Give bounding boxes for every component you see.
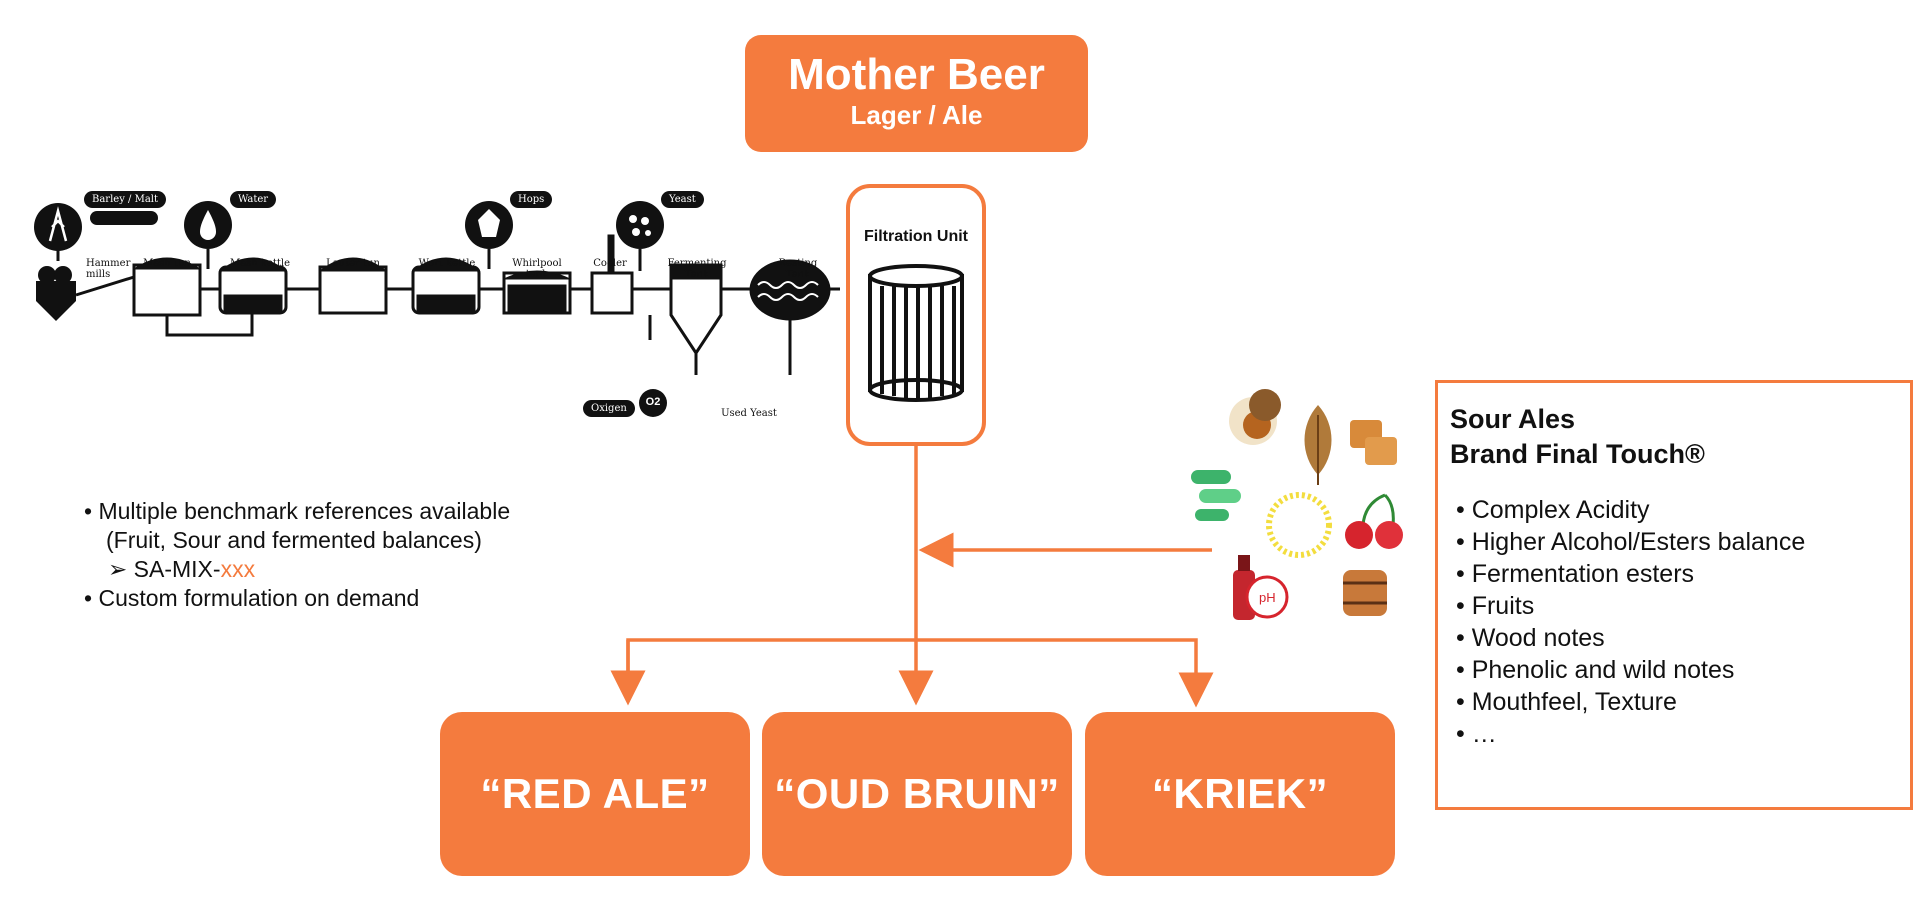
list-item: • Fermentation esters [1456, 560, 1695, 588]
mother-beer-subtitle: Lager / Ale [850, 100, 983, 130]
step-fermenting-tank: Fermenting Tank [667, 258, 727, 280]
brewing-process-diagram [34, 201, 840, 417]
o2-icon [639, 389, 667, 417]
list-item: • Fruits [1456, 592, 1535, 620]
bacteria-icon [1191, 470, 1241, 521]
benchmark-bullets: • Multiple benchmark references availabl… [84, 497, 510, 613]
mother-beer-title: Mother Beer [788, 50, 1045, 99]
filtration-unit-label: Filtration Unit [864, 228, 968, 245]
list-item: • Phenolic and wild notes [1456, 656, 1735, 684]
yeast-label: Yeast [661, 191, 704, 208]
list-item: • Wood notes [1456, 624, 1605, 652]
barley-icon [34, 203, 82, 251]
list-item: • Higher Alcohol/Esters balance [1456, 528, 1806, 556]
hops-label: Hops [510, 191, 553, 208]
barrel-icon [1343, 570, 1387, 616]
step-mash-kettle: Mash kettle [229, 258, 291, 269]
oxigen-label: Oxigen [583, 400, 635, 417]
mother-beer-box: Mother Beer Lager / Ale [745, 35, 1088, 152]
bullet-benchmark-detail: (Fruit, Sour and fermented balances) [106, 527, 482, 553]
leaf-icon [1304, 405, 1332, 485]
yeast-icon [616, 201, 664, 249]
output-red-ale: “RED ALE” [440, 712, 750, 876]
cherry-icon [1345, 493, 1403, 549]
bullet-benchmark: • Multiple benchmark references availabl… [84, 498, 511, 524]
step-hammer-mills: Hammer mills [86, 258, 131, 280]
step-whirlpool-tank: Whirlpool tank [512, 258, 562, 280]
caramel-icon [1350, 420, 1397, 465]
step-cooler: Cooler [593, 258, 627, 269]
step-mash-tun: Mash tun [143, 258, 191, 269]
svg-text:pH: pH [1259, 590, 1276, 605]
barley-malt-label: Barley / Malt [84, 191, 167, 208]
ingredient-icons: pH [1191, 389, 1403, 620]
step-resting-tank: Resting Tank [778, 258, 818, 280]
sour-ales-title: Sour Ales Brand Final Touch® [1450, 404, 1705, 469]
list-item: • Mouthfeel, Texture [1456, 688, 1677, 716]
step-wort-kettle: Wort kettle [418, 258, 476, 269]
walnut-icon [1229, 389, 1281, 445]
water-label: Water [230, 191, 277, 208]
step-lauter-tun: Lauter tun [326, 258, 380, 269]
filter-cartridge-icon [868, 264, 964, 402]
step-used-yeast: Used Yeast [721, 408, 777, 419]
output-kriek: “KRIEK” [1085, 712, 1395, 876]
bullet-custom-formulation: • Custom formulation on demand [84, 585, 420, 611]
sun-icon [1266, 492, 1332, 558]
list-item: • Complex Acidity [1456, 496, 1650, 524]
output-oud-bruin: “OUD BRUIN” [762, 712, 1072, 876]
list-item: • … [1456, 720, 1497, 748]
bullet-sa-mix: ➢ SA-MIX-xxx [108, 556, 256, 582]
o2-text: O2 [645, 396, 661, 408]
sour-ales-list: • Complex Acidity • Higher Alcohol/Ester… [1456, 494, 1805, 750]
sour-ales-box [1435, 380, 1913, 810]
wine-ph-icon: pH [1233, 555, 1289, 620]
